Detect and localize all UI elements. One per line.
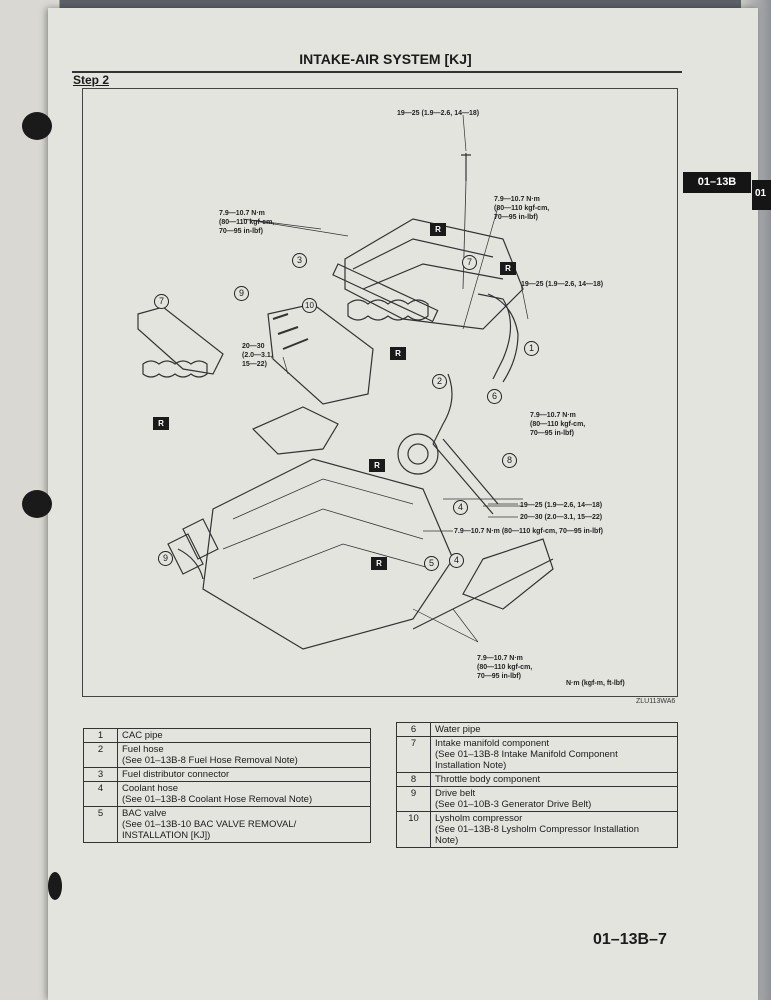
throttle-body: [397, 433, 439, 475]
torque-label: 19—25 (1.9—2.6, 14—18): [397, 110, 480, 117]
part-desc: Lysholm compressor (See 01–13B-8 Lysholm…: [430, 811, 678, 848]
intake-manifold: [344, 218, 524, 330]
torque-label: 7.9—10.7 N·m (80—110 kgf-cm, 70—95 in-lb…: [494, 196, 550, 221]
torque-label: 19—25 (1.9—2.6, 14—18): [521, 281, 604, 288]
replace-marker: R: [371, 557, 387, 570]
binder-hole: [22, 490, 52, 518]
exploded-diagram: 19—25 (1.9—2.6, 14—18) 7.9—10.7 N·m (80—…: [82, 88, 678, 697]
cac-pipe: [477, 293, 519, 383]
bracket: [412, 538, 554, 630]
part-number: 6: [396, 722, 431, 737]
part-desc: Fuel hose (See 01–13B-8 Fuel Hose Remova…: [117, 742, 371, 768]
section-tab: 01–13B: [683, 172, 751, 193]
callout-9: 9: [234, 286, 249, 301]
part-number: 5: [83, 806, 118, 843]
unit-note: N·m (kgf-m, ft-lbf): [566, 680, 625, 687]
callout-4: 4: [453, 500, 468, 515]
part-number: 8: [396, 772, 431, 787]
heat-shield: [251, 406, 339, 455]
water-pipe: [432, 373, 453, 445]
part-desc: Throttle body component: [430, 772, 678, 787]
part-number: 10: [396, 811, 431, 848]
binder-hole: [22, 112, 52, 140]
step-label: Step 2: [73, 73, 110, 87]
part-number: 4: [83, 781, 118, 807]
callout-5: 5: [424, 556, 439, 571]
left-gasket: [142, 360, 208, 378]
callout-3: 3: [292, 253, 307, 268]
part-desc: BAC valve (See 01–13B-10 BAC VALVE REMOV…: [117, 806, 371, 843]
part-number: 9: [396, 786, 431, 812]
edge-tab: 01: [752, 180, 771, 210]
callout-9: 9: [158, 551, 173, 566]
callout-10: 10: [302, 298, 317, 313]
part-number: 7: [396, 736, 431, 773]
figure-reference: ZLU113WA6: [636, 698, 676, 705]
callout-7: 7: [462, 255, 477, 270]
callout-6: 6: [487, 389, 502, 404]
callout-1: 1: [524, 341, 539, 356]
part-desc: Fuel distributor connector: [117, 767, 371, 782]
drive-belt: [177, 548, 204, 580]
torque-label: 19—25 (1.9—2.6, 14—18): [520, 502, 603, 509]
page-title: INTAKE-AIR SYSTEM [KJ]: [299, 51, 472, 67]
title-rule: [72, 71, 682, 73]
part-desc: Intake manifold component (See 01–13B-8 …: [430, 736, 678, 773]
part-number: 2: [83, 742, 118, 768]
replace-marker: R: [153, 417, 169, 430]
part-number: 3: [83, 767, 118, 782]
torque-label: 20—30 (2.0—3.1, 15—22): [520, 514, 603, 521]
callout-8: 8: [502, 453, 517, 468]
torque-label: 7.9—10.7 N·m (80—110 kgf-cm, 70—95 in-lb…: [219, 210, 275, 235]
callout-2: 2: [432, 374, 447, 389]
engine-block: [202, 458, 454, 650]
torque-label: 20—30 (2.0—3.1, 15—22): [242, 343, 273, 368]
torque-label: 7.9—10.7 N·m (80—110 kgf-cm, 70—95 in-lb…: [530, 412, 586, 437]
manifold-gasket: [347, 299, 429, 321]
binder-hole: [48, 872, 62, 900]
diagram-drawing: [137, 114, 554, 650]
replace-marker: R: [500, 262, 516, 275]
replace-marker: R: [390, 347, 406, 360]
callout-7: 7: [154, 294, 169, 309]
callout-4: 4: [449, 553, 464, 568]
left-intake-component: [137, 306, 224, 375]
part-desc: Coolant hose (See 01–13B-8 Coolant Hose …: [117, 781, 371, 807]
lysholm-compressor: [267, 303, 374, 405]
part-number: 1: [83, 728, 118, 743]
replace-marker: R: [369, 459, 385, 472]
replace-marker: R: [430, 223, 446, 236]
bolt: [461, 153, 471, 181]
page-number: 01–13B–7: [593, 931, 667, 948]
part-desc: CAC pipe: [117, 728, 371, 743]
part-desc: Water pipe: [430, 722, 678, 737]
torque-label: 7.9—10.7 N·m (80—110 kgf-cm, 70—95 in-lb…: [477, 655, 533, 680]
part-desc: Drive belt (See 01–10B-3 Generator Drive…: [430, 786, 678, 812]
torque-label: 7.9—10.7 N·m (80—110 kgf-cm, 70—95 in-lb…: [454, 528, 603, 535]
